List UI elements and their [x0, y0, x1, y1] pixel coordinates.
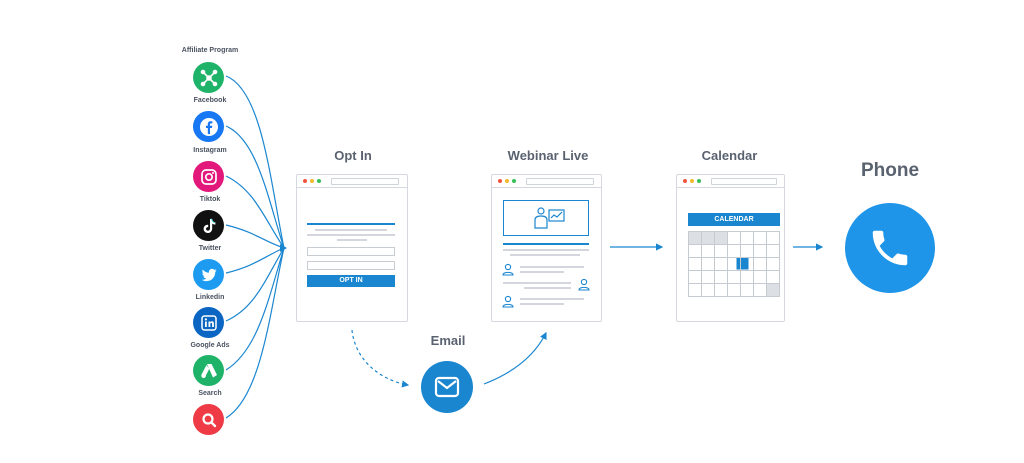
- source-label-facebook: Facebook: [193, 97, 227, 104]
- source-label-twitter: Twitter: [198, 245, 222, 252]
- source-label-instagram: Instagram: [193, 147, 227, 154]
- source-label-search: Search: [198, 390, 222, 397]
- calendar-grid: [688, 231, 780, 297]
- source-label-google-ads: Google Ads: [190, 342, 230, 349]
- instagram-icon: [193, 161, 224, 192]
- search-icon: [193, 404, 224, 435]
- phone-title: Phone: [860, 160, 920, 181]
- connector-googleads: [225, 247, 285, 371]
- phone-icon: [845, 203, 935, 293]
- presentation-screen: [503, 200, 589, 236]
- connector-twitter: [225, 247, 285, 274]
- attendee-icon: [502, 263, 514, 276]
- arrowhead-optin: [280, 244, 287, 252]
- browser-toolbar: [677, 175, 784, 188]
- webinar-page-mockup: [491, 174, 602, 322]
- email-to-webinar-arrow: [483, 331, 547, 385]
- opt-in-button[interactable]: OPT IN: [307, 275, 395, 287]
- connector-facebook: [225, 125, 285, 249]
- webinar-title: Webinar Live: [507, 148, 589, 163]
- twitter-icon: [193, 259, 224, 290]
- browser-toolbar: [297, 175, 407, 188]
- source-label-linkedin: Linkedin: [195, 294, 225, 301]
- opt-in-title: Opt In: [334, 148, 372, 163]
- presenter-chart-icon: [534, 207, 565, 229]
- name-input[interactable]: [307, 247, 395, 256]
- connector-search: [225, 247, 285, 419]
- calendar-page-mockup: CALENDAR: [676, 174, 785, 322]
- tiktok-icon: [193, 210, 224, 241]
- google-ads-icon: [193, 355, 224, 386]
- opt-in-page-mockup: OPT IN: [296, 174, 408, 322]
- source-label-tiktok: Tiktok: [199, 196, 221, 203]
- facebook-icon: [193, 111, 224, 142]
- optin-to-email-arrow: [351, 329, 410, 388]
- calendar-header: CALENDAR: [688, 213, 780, 226]
- connector-tiktok: [225, 224, 285, 249]
- connector-linkedin: [225, 247, 285, 322]
- attendee-icon: [502, 295, 514, 308]
- connector-affiliate: [225, 75, 285, 249]
- email-title: Email: [430, 333, 466, 348]
- email-input[interactable]: [307, 261, 395, 270]
- affiliate-network-icon: [193, 62, 224, 93]
- attendee-icon: [578, 278, 590, 291]
- connector-instagram: [225, 175, 285, 249]
- browser-toolbar: [492, 175, 601, 188]
- calendar-title: Calendar: [701, 148, 758, 163]
- linkedin-icon: [193, 307, 224, 338]
- email-icon: [421, 361, 473, 413]
- source-label-affiliate: Affiliate Program: [181, 47, 239, 54]
